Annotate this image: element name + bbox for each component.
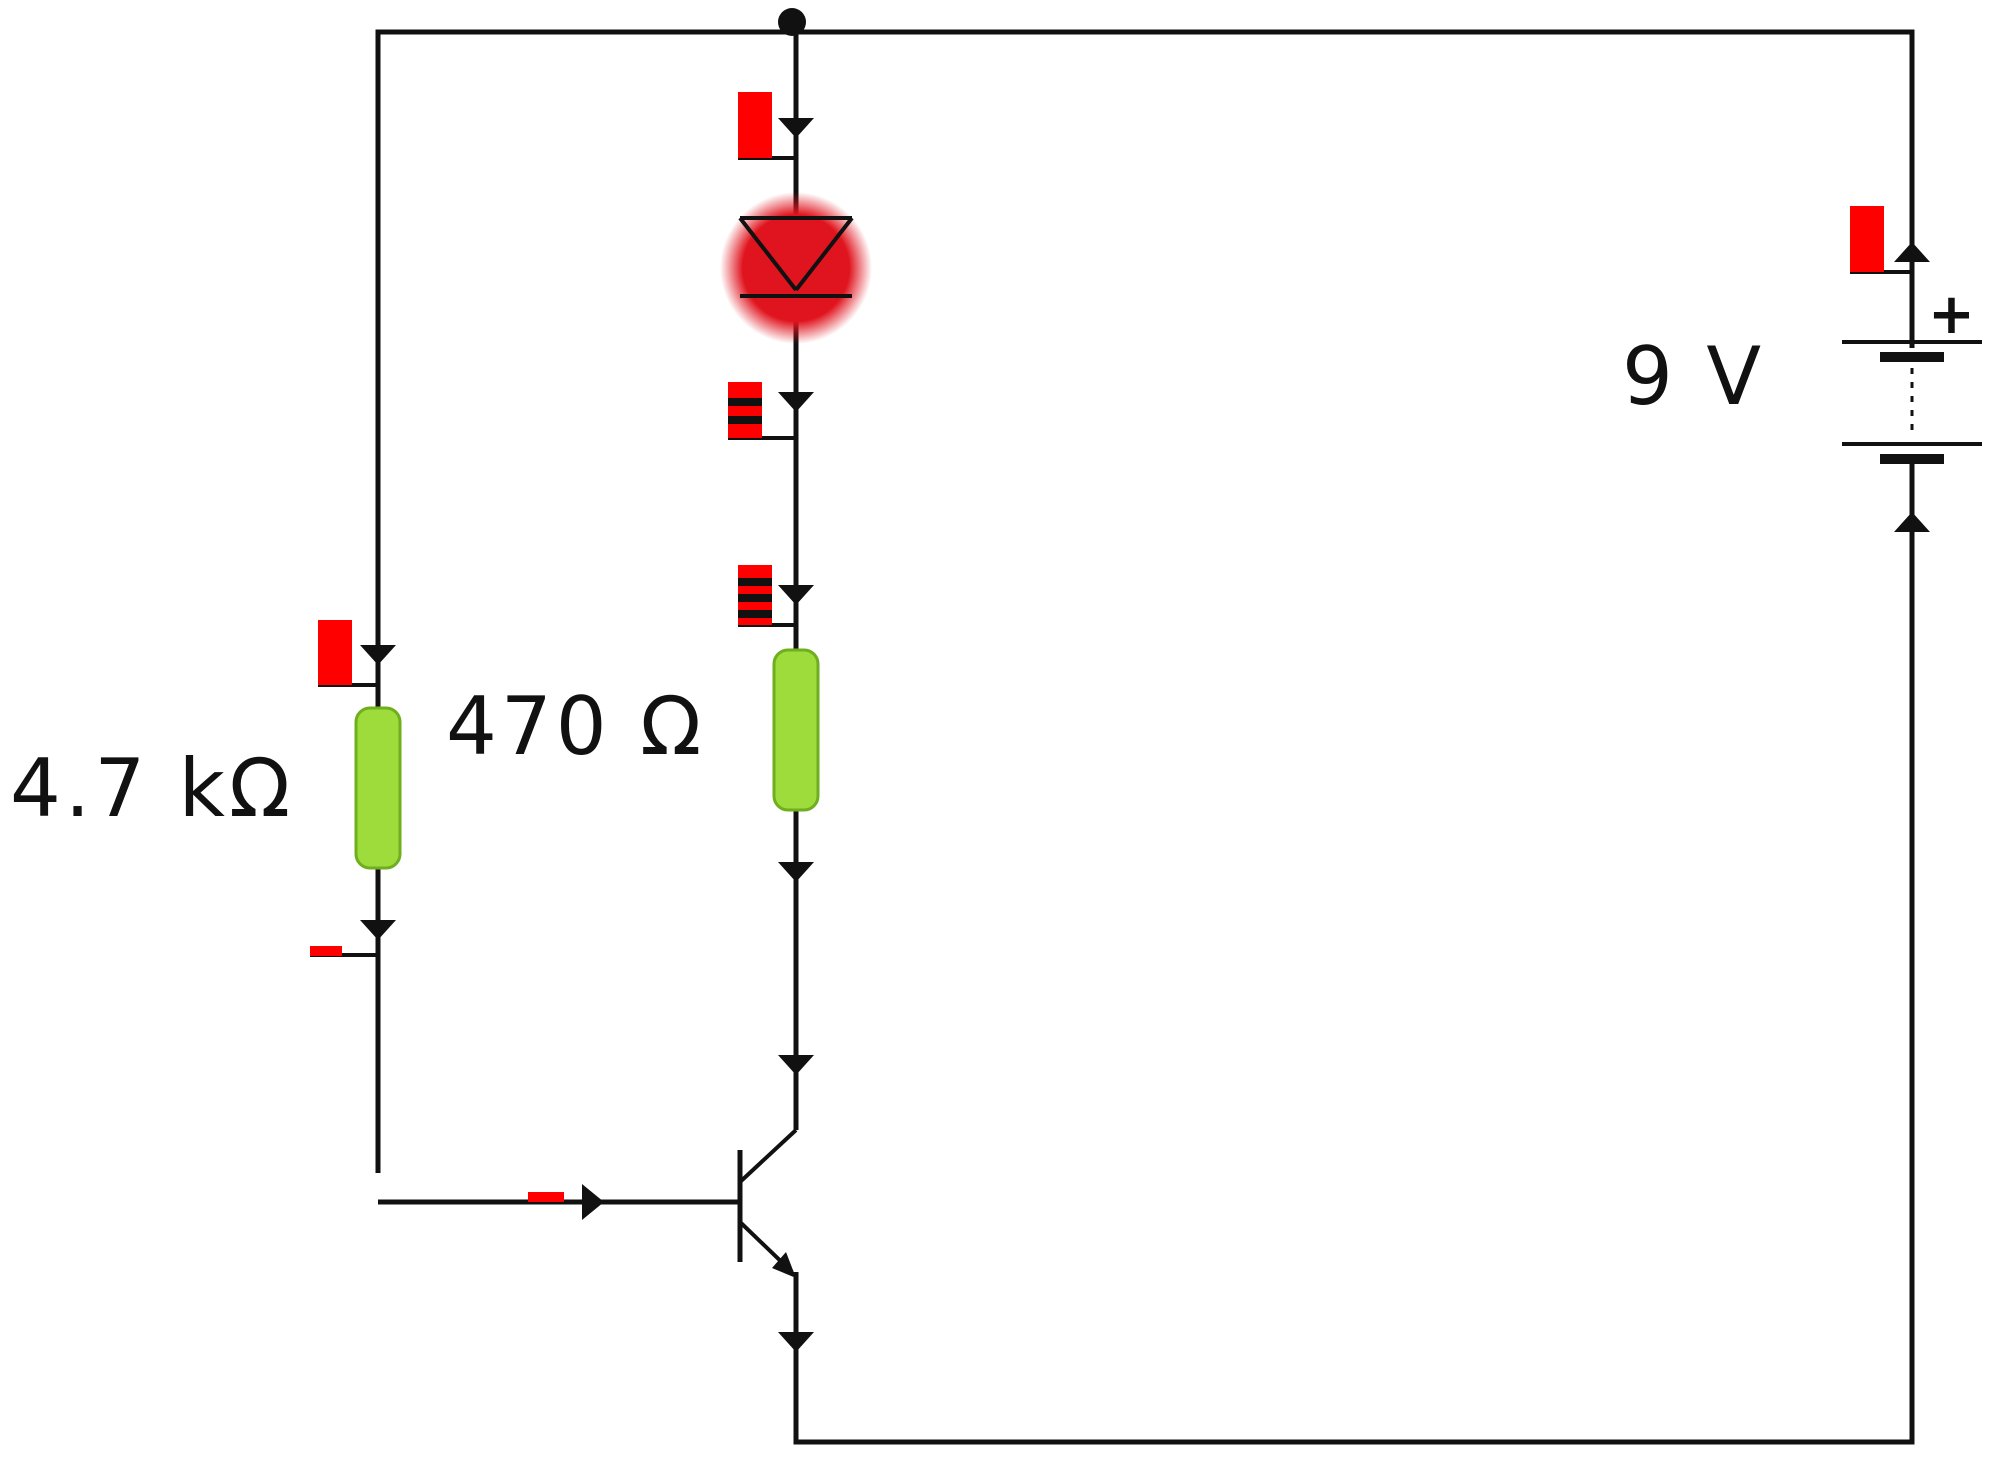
arrow-down-icon xyxy=(360,645,396,665)
collector-resistor-label: 470 Ω xyxy=(446,680,706,773)
npn-transistor-icon xyxy=(737,1128,799,1290)
meter-led-top xyxy=(738,92,796,160)
arrow-up-icon xyxy=(1894,512,1930,532)
current-meters xyxy=(310,92,1912,1202)
battery-icon xyxy=(1842,340,1982,520)
base-resistor-label: 4.7 kΩ xyxy=(10,742,295,835)
meter-led-bottom xyxy=(728,382,796,440)
wire-top xyxy=(375,29,1915,1173)
arrow-down-icon xyxy=(778,1055,814,1075)
arrow-down-icon xyxy=(778,392,814,412)
arrow-down-icon xyxy=(778,1332,814,1352)
resistor-icon xyxy=(772,648,820,812)
arrow-down-icon xyxy=(778,585,814,605)
meter-collector-resistor xyxy=(738,565,796,627)
junction-dot xyxy=(778,8,806,36)
current-arrows xyxy=(360,118,1930,1352)
battery-plus-label: + xyxy=(1928,282,1975,347)
resistor-icon xyxy=(354,706,402,870)
meter-base-resistor xyxy=(318,620,378,687)
arrow-up-icon xyxy=(1894,242,1930,262)
wire-battery-bottom xyxy=(793,520,1915,1445)
meter-battery xyxy=(1850,206,1912,274)
arrow-down-icon xyxy=(778,118,814,138)
arrow-down-icon xyxy=(778,862,814,882)
meter-base-wire xyxy=(528,1192,564,1202)
led-icon xyxy=(720,192,872,344)
arrow-right-icon xyxy=(582,1184,604,1220)
battery-voltage-label: 9 V xyxy=(1622,330,1766,423)
meter-base-low xyxy=(310,946,378,957)
arrow-down-icon xyxy=(360,920,396,940)
